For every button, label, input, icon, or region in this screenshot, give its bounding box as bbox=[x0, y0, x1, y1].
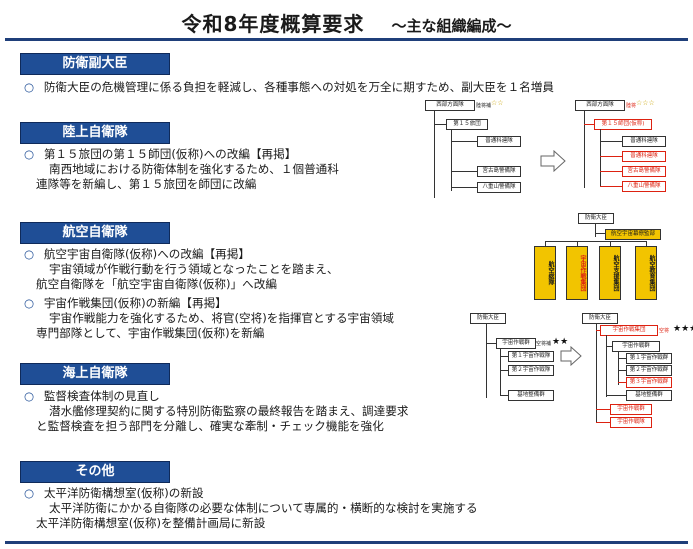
gsdf-after-child-2: 普通科連隊 bbox=[622, 151, 666, 162]
arrow-right-icon bbox=[540, 150, 566, 172]
gsdf-after-child-4: 八重山警備隊 bbox=[622, 181, 666, 192]
gsdf-before-hq: 西部方面隊 bbox=[425, 100, 475, 111]
bullet: ○ bbox=[24, 486, 35, 500]
asdf-after-hq: 宇宙作戦集団 bbox=[600, 325, 658, 336]
asdf-after-rank: 空将 bbox=[659, 328, 670, 334]
bullet: ○ bbox=[24, 389, 35, 403]
gsdf-after-hq: 西部方面隊 bbox=[575, 100, 625, 111]
gsdf-before-child-3: 八重山警備隊 bbox=[477, 182, 521, 193]
gsdf-before-child-2: 宮古島警備隊 bbox=[477, 166, 521, 177]
asdf-before-hq: 宇宙作戦群 bbox=[496, 338, 536, 349]
asdf-before-root: 防衛大臣 bbox=[470, 313, 506, 324]
other-line-2: 太平洋防衛にかかる自衛隊の必要な体制について専属的・横断的な検討を実施する bbox=[49, 501, 478, 515]
asdf-after-child-3: 第３宇宙作戦群 bbox=[626, 377, 672, 388]
asdf-root: 防衛大臣 bbox=[578, 213, 614, 224]
asdf-item-2-line-2: 宇宙作戦能力を強化するため、将官(空将)を指揮官とする宇宙領域 bbox=[49, 311, 394, 325]
asdf-item-1-line-1: 航空宇宙自衛隊(仮称)への改編【再掲】 bbox=[43, 247, 250, 261]
title-main: 令和8年度概算要求 bbox=[181, 12, 365, 36]
gsdf-line-2: 南西地域における防衛体制を強化するため、１個普通科 bbox=[49, 162, 339, 176]
asdf-before-rank: 空将補 bbox=[536, 341, 552, 347]
section-header-other: その他 bbox=[20, 461, 170, 483]
section-header-msdf: 海上自衛隊 bbox=[20, 363, 170, 385]
asdf-after-child-4: 基地整備群 bbox=[626, 390, 672, 401]
msdf-line-3: と監督検査を担う部門を分離し、確実な牽制・チェック機能を強化 bbox=[36, 419, 384, 433]
asdf-child-2: 宇宙作戦集団 bbox=[566, 246, 588, 300]
vice-minister-text: ○ 防衛大臣の危機管理に係る負担を軽減し、各種事態への対処を万全に期すため、副大… bbox=[24, 80, 554, 95]
gsdf-before-stars: ☆☆ bbox=[491, 99, 504, 107]
asdf-before-child-3: 基地整備群 bbox=[508, 390, 554, 401]
asdf-before-child-2: 第２宇宙作戦隊 bbox=[508, 365, 554, 376]
asdf-after-child-1: 第１宇宙作戦群 bbox=[626, 353, 672, 364]
title-rule bbox=[5, 38, 688, 41]
gsdf-after-child-3: 宮古島警備隊 bbox=[622, 166, 666, 177]
section-header-vice-minister: 防衛副大臣 bbox=[20, 53, 170, 75]
gsdf-line-3: 連隊等を新編し、第１５旅団を師団に改編 bbox=[36, 177, 257, 191]
asdf-staff: 航空宇宙幕僚監部 bbox=[605, 229, 661, 240]
asdf-item-2-line-3: 専門部隊として、宇宙作戦集団(仮称)を新編 bbox=[36, 326, 265, 340]
bullet: ○ bbox=[24, 296, 35, 310]
gsdf-before-unit: 第１５旅団 bbox=[446, 119, 488, 130]
msdf-line-2: 潜水艦修理契約に関する特別防衛監察の最終報告を踏まえ、調達要求 bbox=[49, 404, 409, 418]
gsdf-after-unit: 第１５師団(仮称) bbox=[594, 119, 652, 130]
msdf-text: ○ 監督検査体制の見直し bbox=[24, 389, 160, 404]
gsdf-after-rank: 陸将 bbox=[626, 103, 637, 109]
asdf-after-hq-sub: 宇宙作戦群 bbox=[612, 341, 660, 352]
other-text: ○ 太平洋防衛構想室(仮称)の新設 bbox=[24, 486, 204, 501]
other-line-1: 太平洋防衛構想室(仮称)の新設 bbox=[43, 486, 204, 500]
asdf-before-child-1: 第１宇宙作戦隊 bbox=[508, 351, 554, 362]
bullet: ○ bbox=[24, 80, 35, 94]
asdf-item-2-line-1: 宇宙作戦集団(仮称)の新編【再掲】 bbox=[43, 296, 227, 310]
arrow-right-icon-2 bbox=[560, 346, 582, 366]
asdf-child-1: 航空総隊 bbox=[534, 246, 556, 300]
asdf-item-1: ○ 航空宇宙自衛隊(仮称)への改編【再掲】 bbox=[24, 247, 250, 262]
gsdf-text: ○ 第１５旅団の第１５師団(仮称)への改編【再掲】 bbox=[24, 147, 296, 162]
msdf-line-1: 監督検査体制の見直し bbox=[43, 389, 160, 403]
asdf-before-stars: ★★ bbox=[552, 337, 569, 347]
title-sub: 〜主な組織編成〜 bbox=[391, 17, 512, 35]
asdf-item-1-line-2: 宇宙領域が作戦行動を行う領域となったことを踏まえ、 bbox=[49, 262, 339, 276]
section-header-gsdf: 陸上自衛隊 bbox=[20, 122, 170, 144]
gsdf-before-rank: 陸将補 bbox=[476, 103, 492, 109]
asdf-after-root: 防衛大臣 bbox=[582, 313, 618, 324]
bullet: ○ bbox=[24, 147, 35, 161]
bottom-rule bbox=[5, 541, 688, 544]
gsdf-after-stars: ☆☆☆ bbox=[636, 99, 655, 107]
asdf-child-3: 航空支援集団 bbox=[599, 246, 621, 300]
asdf-child-4: 航空教育集団 bbox=[635, 246, 657, 300]
section-header-asdf: 航空自衛隊 bbox=[20, 222, 170, 244]
asdf-after-child-5: 宇宙作戦群 bbox=[610, 404, 652, 415]
asdf-after-child-6: 宇宙作戦隊 bbox=[610, 417, 652, 428]
vice-minister-line-1: 防衛大臣の危機管理に係る負担を軽減し、各種事態への対処を万全に期すため、副大臣を… bbox=[43, 80, 554, 94]
page-title: 令和8年度概算要求 〜主な組織編成〜 bbox=[0, 8, 693, 37]
gsdf-before-child-1: 普通科連隊 bbox=[477, 136, 521, 147]
asdf-item-2: ○ 宇宙作戦集団(仮称)の新編【再掲】 bbox=[24, 296, 227, 311]
gsdf-after-child-1: 普通科連隊 bbox=[622, 136, 666, 147]
asdf-item-1-line-3: 航空自衛隊を「航空宇宙自衛隊(仮称)」へ改編 bbox=[36, 277, 277, 291]
asdf-after-child-2: 第２宇宙作戦群 bbox=[626, 365, 672, 376]
bullet: ○ bbox=[24, 247, 35, 261]
asdf-after-stars: ★★★ bbox=[673, 324, 693, 334]
other-line-3: 太平洋防衛構想室(仮称)を整備計画局に新設 bbox=[36, 516, 266, 530]
gsdf-line-1: 第１５旅団の第１５師団(仮称)への改編【再掲】 bbox=[43, 147, 297, 161]
